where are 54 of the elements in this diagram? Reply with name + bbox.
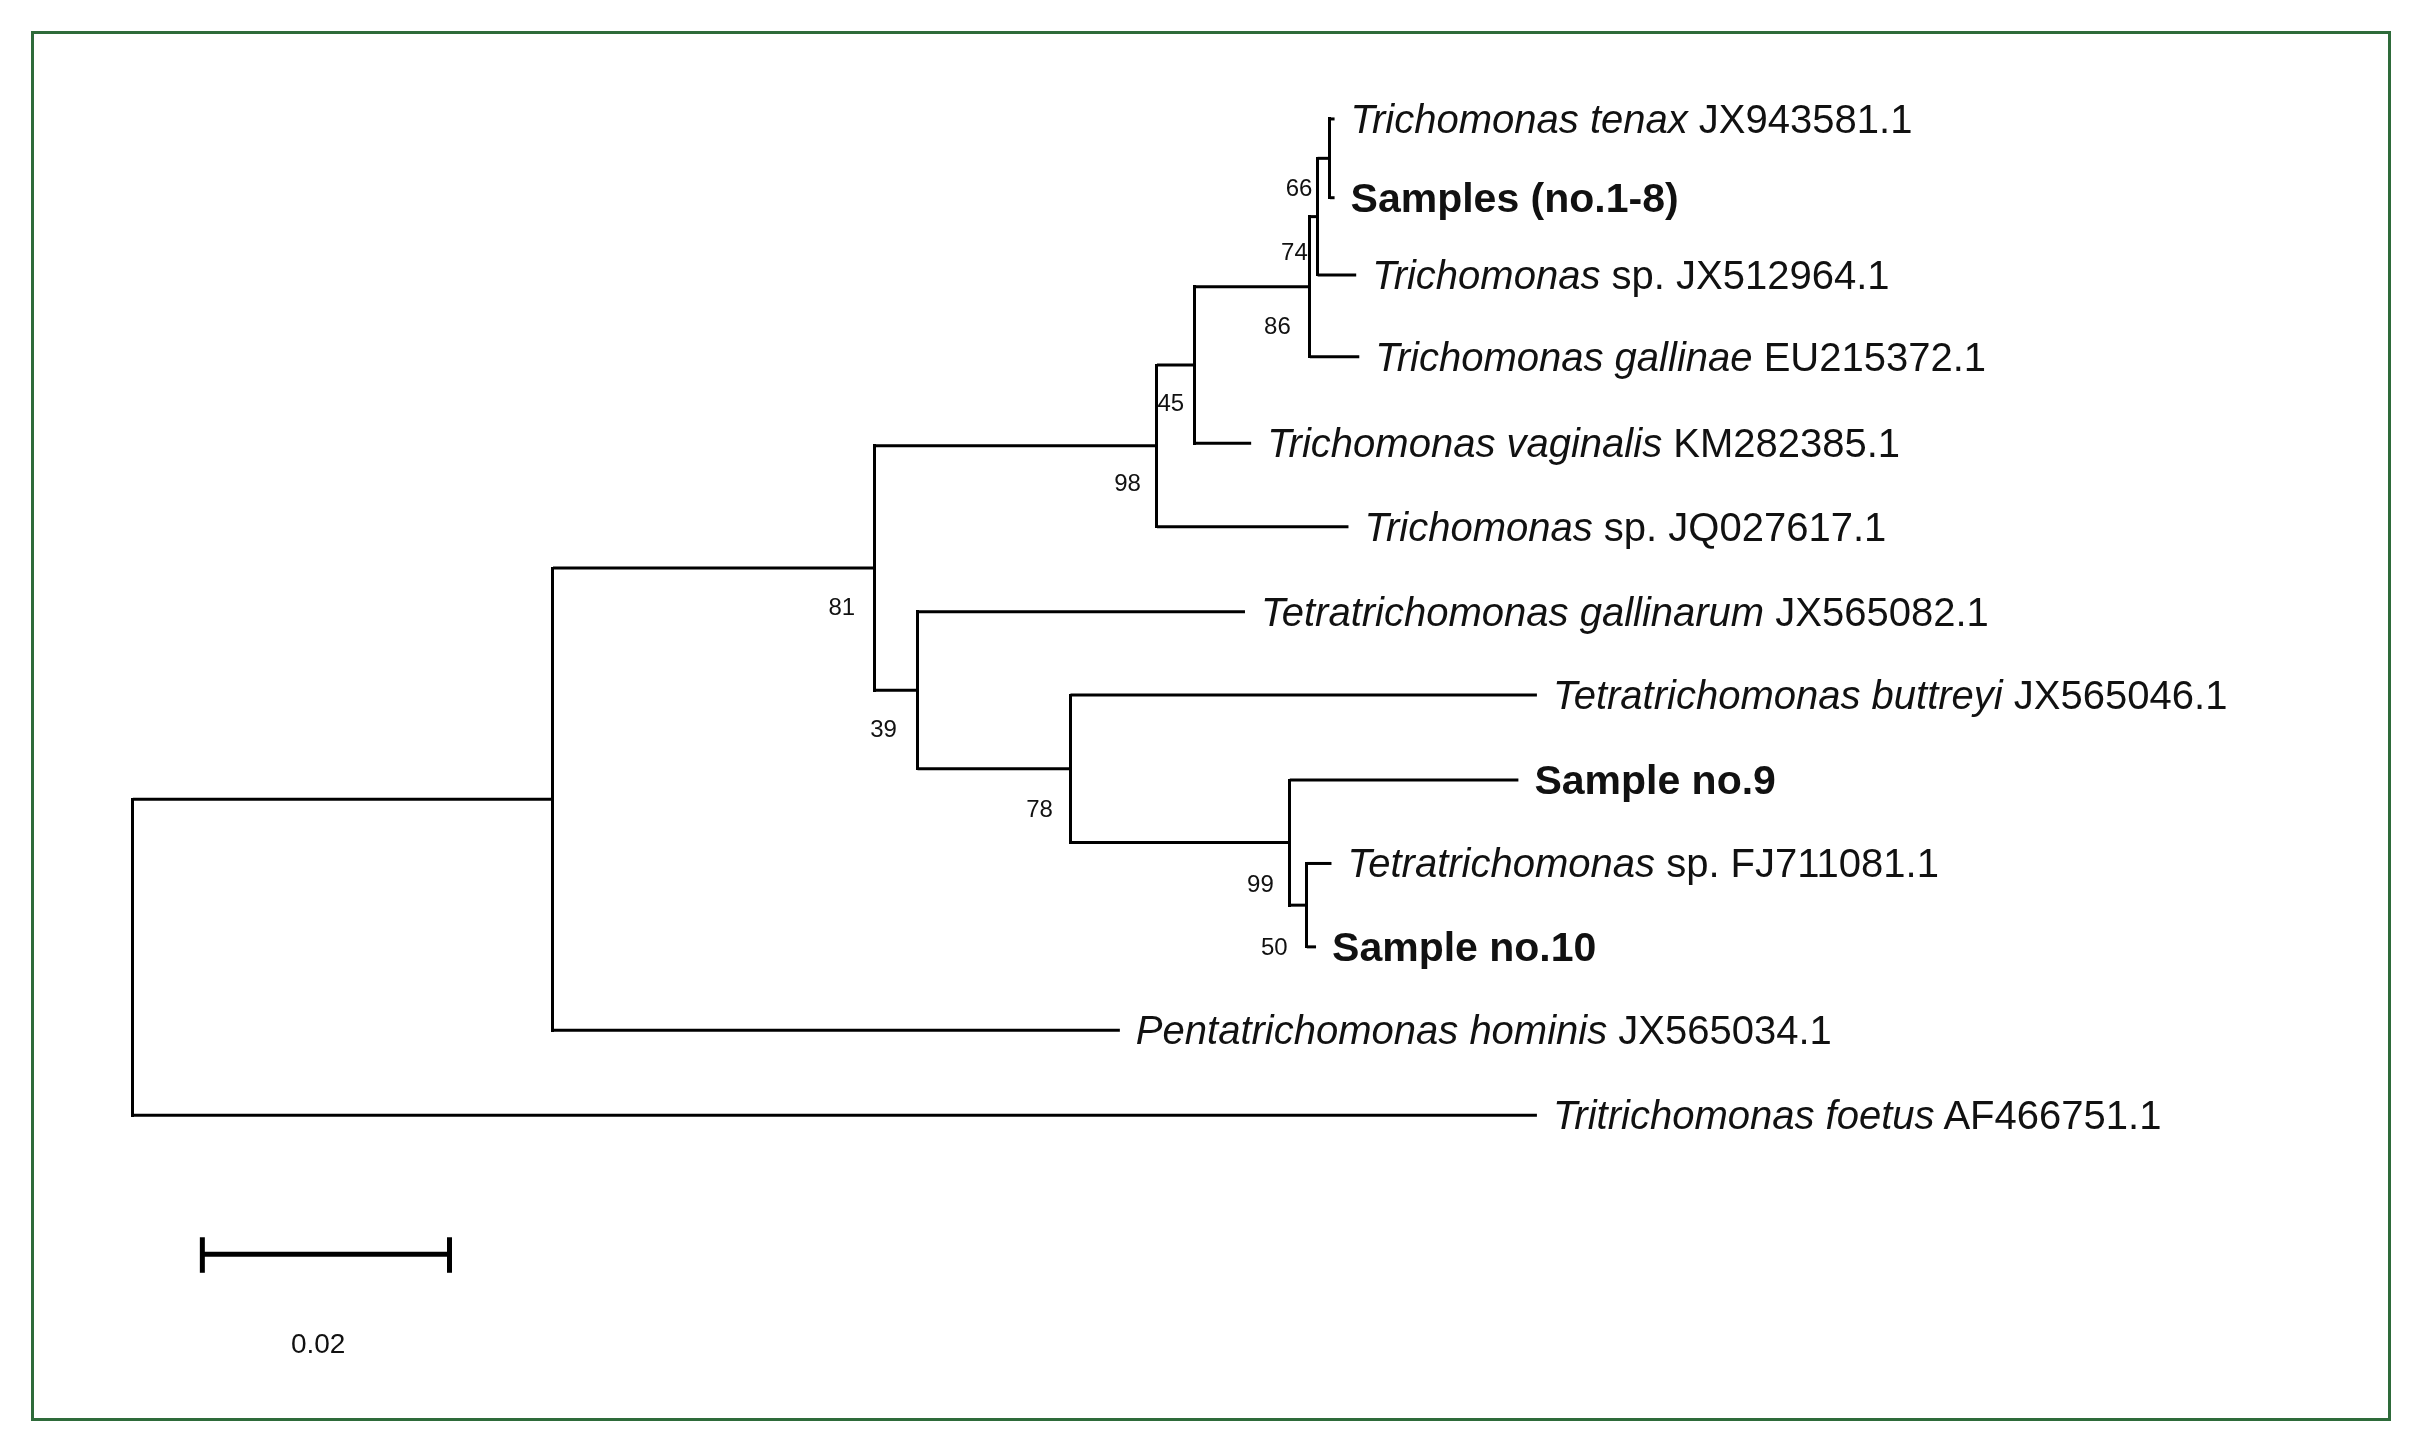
clade-junction [1328, 117, 1332, 200]
clade-junction [1288, 778, 1292, 907]
tree-branch [1194, 285, 1310, 289]
taxon-label: Samples (no.1-8) [1334, 177, 1679, 219]
taxon-label: Sample no.10 [1316, 926, 1597, 968]
tree-branch [1306, 861, 1332, 865]
taxon-label: Tetratrichomonas gallinarum JX565082.1 [1244, 591, 1989, 632]
bootstrap-value: 45 [1157, 391, 1185, 416]
scale-value: 0.02 [290, 1329, 346, 1358]
taxon-label: Sample no.9 [1518, 759, 1776, 801]
clade-junction [1155, 363, 1159, 529]
bootstrap-value: 74 [1281, 239, 1308, 264]
taxon-label: Trichomonas sp. JX512964.1 [1356, 254, 1890, 295]
tree-branch [1156, 363, 1194, 367]
taxon-label: Trichomonas gallinae EU215372.1 [1359, 336, 1987, 377]
clade-junction [916, 610, 919, 771]
clade-junction [1068, 693, 1072, 845]
clade-junction [1305, 861, 1309, 949]
tree-branch [1289, 778, 1519, 782]
tree-branch [1156, 525, 1349, 529]
clade-junction [1308, 215, 1312, 359]
tree-branch [553, 1028, 1120, 1032]
tree-branch [917, 767, 1071, 771]
tree-branch [1309, 355, 1360, 359]
tree-branch [1194, 441, 1252, 445]
taxon-label: Tritrichomonas foetus AF466751.1 [1536, 1095, 2162, 1136]
tree-branch [132, 797, 553, 801]
clade-junction [551, 566, 555, 1032]
tree-branch [1070, 693, 1537, 697]
clade-junction [1316, 156, 1320, 277]
tree-branch [874, 444, 1157, 448]
tree-branch [1070, 841, 1290, 845]
taxon-label: Pentatrichomonas hominis JX565034.1 [1119, 1010, 1832, 1051]
clade-junction [872, 444, 876, 692]
tree-branch [1317, 273, 1357, 277]
tree-branch [553, 566, 875, 570]
taxon-label: Trichomonas tenax JX943581.1 [1334, 98, 1913, 139]
bootstrap-value: 66 [1285, 176, 1313, 201]
bootstrap-value: 99 [1247, 871, 1274, 896]
clade-junction [1192, 285, 1196, 445]
taxon-label: Trichomonas sp. JQ027617.1 [1348, 506, 1887, 547]
taxon-label: Tetratrichomonas buttreyi JX565046.1 [1536, 675, 2228, 716]
taxon-label: Tetratrichomonas sp. FJ711081.1 [1331, 843, 1939, 884]
tree-branch [917, 610, 1245, 614]
bootstrap-value: 39 [870, 717, 897, 742]
tree-branch [874, 688, 918, 692]
bootstrap-value: 86 [1264, 313, 1291, 338]
taxon-label: Trichomonas vaginalis KM282385.1 [1251, 423, 1901, 464]
tree-branch [132, 1113, 1537, 1117]
bootstrap-value: 78 [1026, 797, 1053, 822]
bootstrap-value: 98 [1114, 471, 1141, 496]
clade-junction [131, 797, 135, 1117]
bootstrap-value: 50 [1261, 934, 1288, 959]
bootstrap-value: 81 [828, 595, 856, 620]
